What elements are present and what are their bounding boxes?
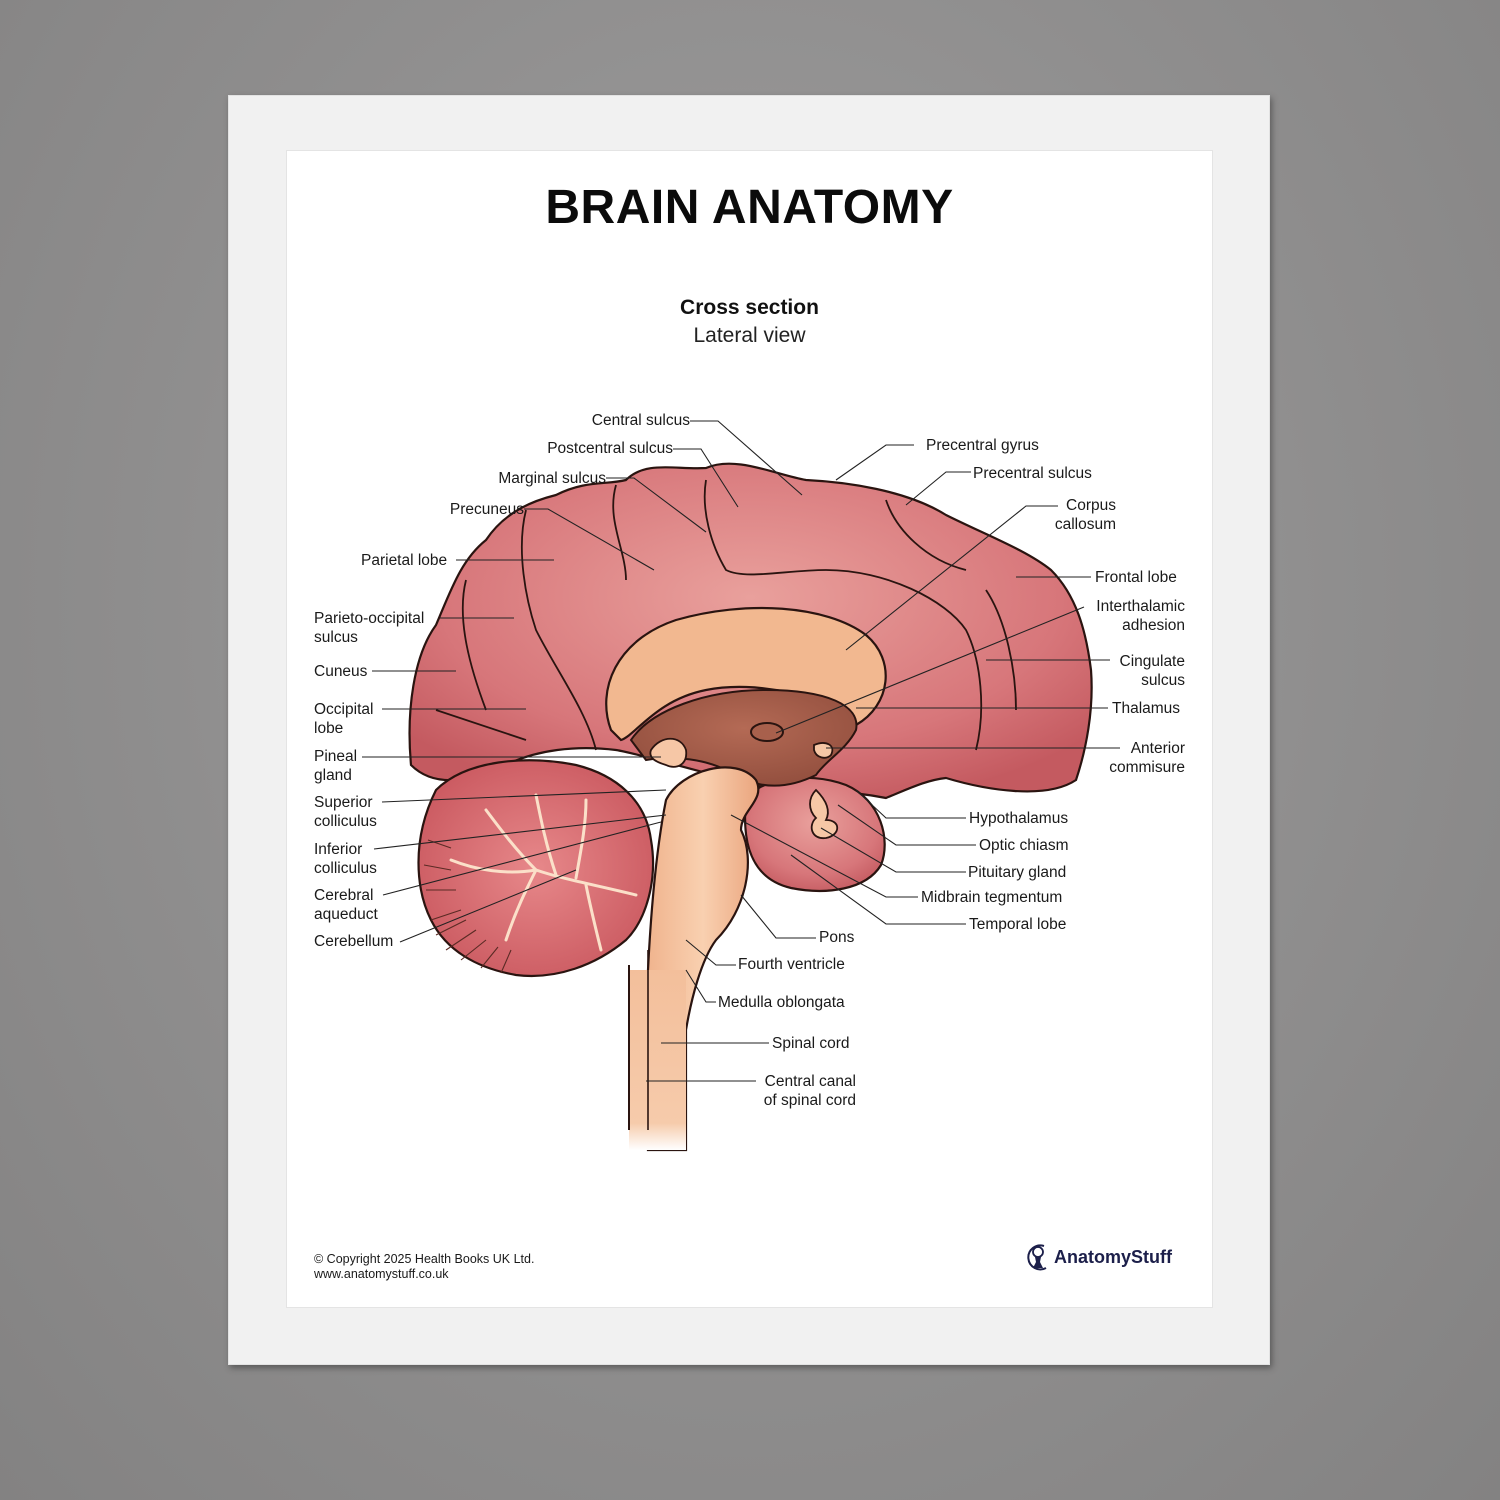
label-temporal-lobe: Temporal lobe xyxy=(969,916,1067,933)
poster-view: Lateral view xyxy=(693,324,806,347)
label-midbrain-tegmentum: Midbrain tegmentum xyxy=(921,889,1063,906)
label-pituitary-gland: Pituitary gland xyxy=(968,864,1067,881)
label-pineal-gland: Pineal gland xyxy=(314,748,358,784)
thalamus-shape xyxy=(629,688,858,787)
label-parieto-occipital-sulcus: Parieto-occipital sulcus xyxy=(314,610,425,646)
label-parietal-lobe: Parietal lobe xyxy=(361,552,448,569)
pituitary-shape xyxy=(809,788,839,839)
poster-paper: BRAIN ANATOMY Cross section Lateral view xyxy=(286,150,1213,1308)
label-superior-colliculus: Superior colliculus xyxy=(314,794,377,830)
label-interthalamic-adhesion: Interthalamic adhesion xyxy=(1096,598,1185,634)
label-thalamus: Thalamus xyxy=(1112,700,1181,717)
label-marginal-sulcus: Marginal sulcus xyxy=(498,470,606,487)
label-medulla-oblongata: Medulla oblongata xyxy=(718,994,845,1011)
interthalamic-adhesion-shape xyxy=(750,722,784,742)
label-postcentral-sulcus: Postcentral sulcus xyxy=(547,440,673,457)
brand-name: AnatomyStuff xyxy=(1054,1246,1172,1267)
head-silhouette-icon xyxy=(1027,1244,1047,1271)
footer-credits: © Copyright 2025 Health Books UK Ltd. ww… xyxy=(314,1252,534,1282)
cerebellum-shape xyxy=(417,759,655,977)
label-inferior-colliculus: Inferior colliculus xyxy=(314,841,377,877)
pineal-shape xyxy=(649,737,688,768)
label-cerebral-aqueduct: Cerebral aqueduct xyxy=(314,887,378,923)
copyright-text: © Copyright 2025 Health Books UK Ltd. xyxy=(314,1252,535,1266)
label-spinal-cord: Spinal cord xyxy=(772,1035,850,1052)
label-cingulate-sulcus: Cingulate sulcus xyxy=(1119,653,1186,689)
label-fourth-ventricle: Fourth ventricle xyxy=(738,956,845,973)
label-cuneus: Cuneus xyxy=(314,663,368,680)
label-precentral-gyrus: Precentral gyrus xyxy=(926,437,1039,454)
label-anterior-commisure: Anterior commisure xyxy=(1109,740,1185,776)
label-precentral-sulcus: Precentral sulcus xyxy=(973,465,1092,482)
brand-logo: AnatomyStuff xyxy=(1024,1242,1172,1272)
corpus-callosum-shape xyxy=(605,606,887,742)
poster-title: BRAIN ANATOMY xyxy=(545,181,954,234)
label-occipital-lobe: Occipital lobe xyxy=(314,701,374,737)
poster-subtitle: Cross section xyxy=(680,296,819,319)
website-link[interactable]: www.anatomystuff.co.uk xyxy=(314,1267,449,1281)
brain-illustration xyxy=(362,420,1120,1152)
label-cerebellum: Cerebellum xyxy=(314,933,394,950)
label-corpus-callosum: Corpus callosum xyxy=(1054,497,1116,533)
leader-lines xyxy=(362,420,1120,1082)
label-central-canal: Central canal of spinal cord xyxy=(763,1073,856,1109)
label-frontal-lobe: Frontal lobe xyxy=(1095,569,1177,586)
label-central-sulcus: Central sulcus xyxy=(591,412,690,429)
label-pons: Pons xyxy=(819,929,855,946)
label-precuneus: Precuneus xyxy=(449,501,524,518)
label-hypothalamus: Hypothalamus xyxy=(969,810,1069,827)
label-optic-chiasm: Optic chiasm xyxy=(979,837,1069,854)
spinal-cord-shape xyxy=(629,970,686,1150)
